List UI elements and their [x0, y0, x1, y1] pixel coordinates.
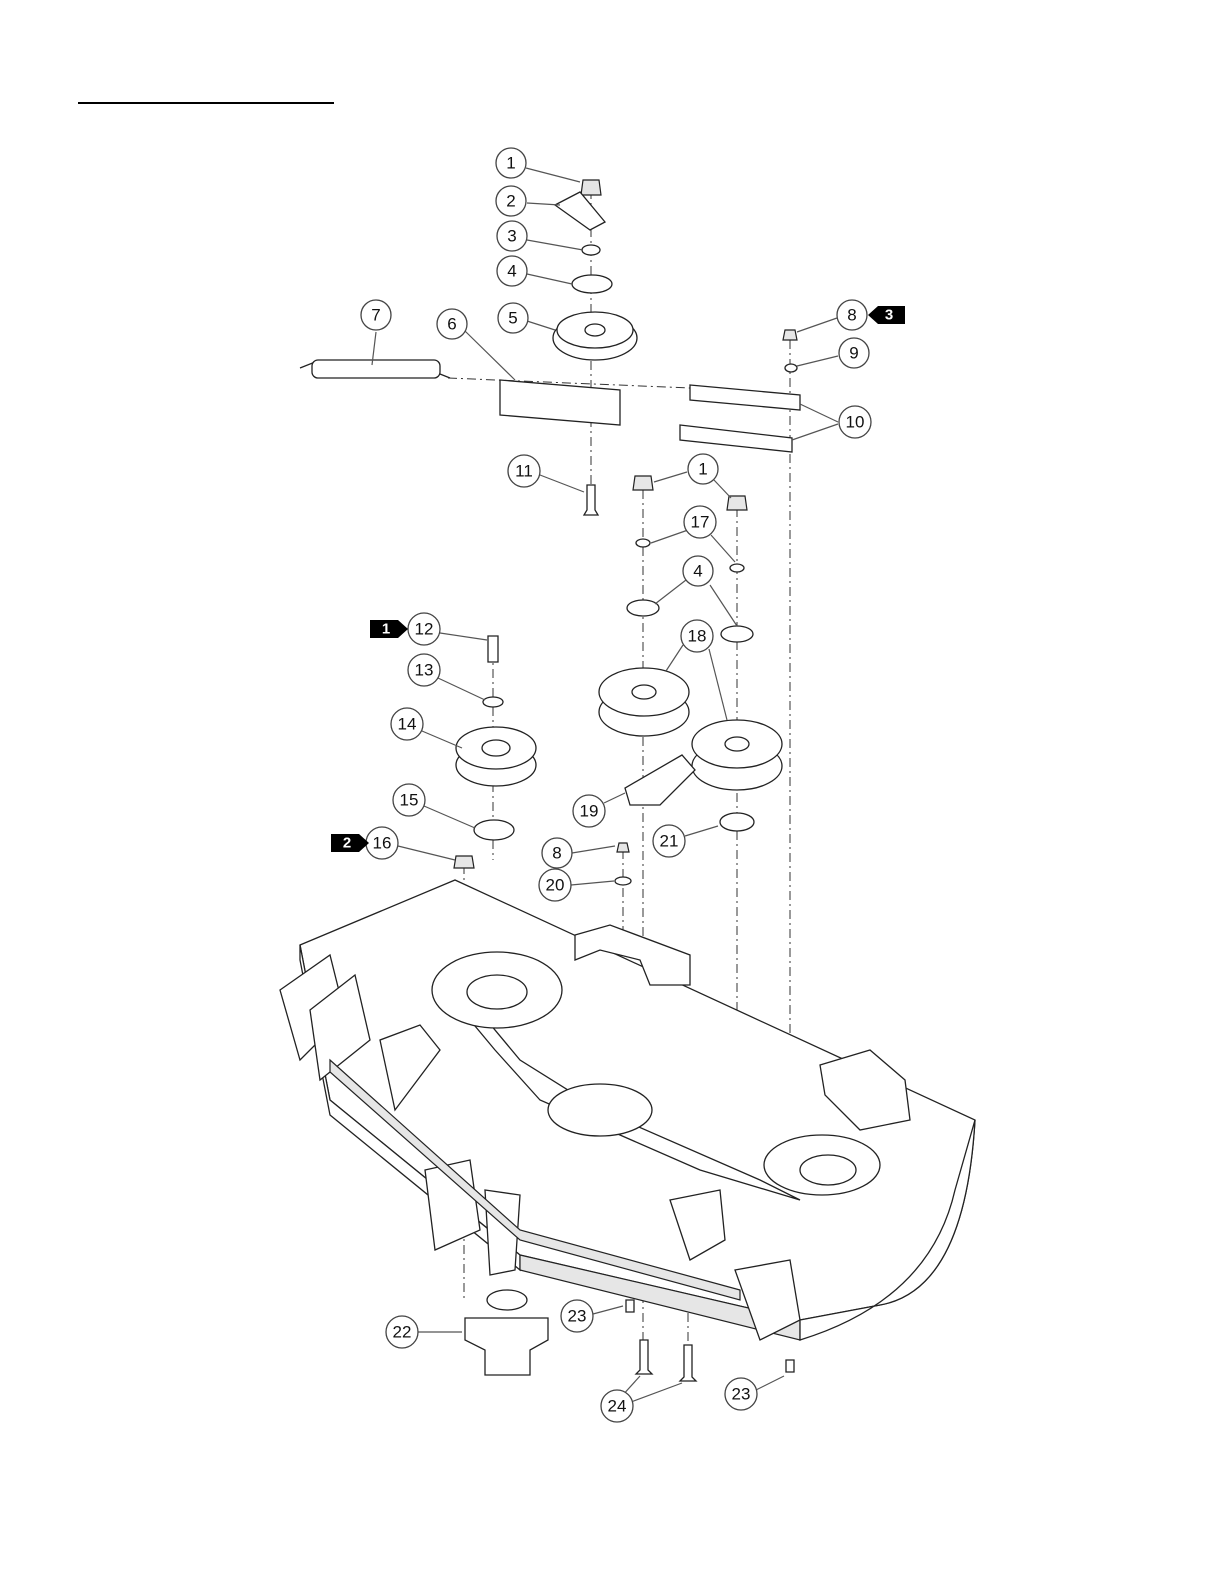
bolt-part-12: [488, 636, 498, 662]
callout-14: 14: [391, 708, 423, 740]
svg-text:15: 15: [400, 791, 419, 810]
bracket-part-10a: [690, 385, 800, 410]
svg-text:5: 5: [508, 309, 517, 328]
svg-text:20: 20: [546, 876, 565, 895]
callout-19: 19: [573, 795, 605, 827]
callout-11: 11: [508, 455, 540, 487]
bolt-part-24b: [680, 1345, 696, 1381]
callout-23b: 23: [725, 1378, 757, 1410]
bolt-part-24a: [636, 1340, 652, 1374]
nut-part-16: [454, 856, 474, 868]
callout-8b: 8: [542, 838, 572, 868]
svg-text:16: 16: [373, 834, 392, 853]
svg-text:14: 14: [398, 715, 417, 734]
callout-1a: 1: [496, 148, 526, 178]
svg-text:23: 23: [568, 1307, 587, 1326]
svg-text:22: 22: [393, 1323, 412, 1342]
svg-text:24: 24: [608, 1397, 627, 1416]
svg-text:3: 3: [507, 227, 516, 246]
callout-12: 12: [408, 613, 440, 645]
mower-deck: [280, 880, 975, 1340]
svg-text:2: 2: [506, 192, 515, 211]
callout-15: 15: [393, 784, 425, 816]
callout-18: 18: [681, 620, 713, 652]
svg-text:1: 1: [506, 154, 515, 173]
nut-part-8b: [617, 843, 629, 852]
callout-22: 22: [386, 1316, 418, 1348]
callout-21: 21: [653, 825, 685, 857]
idler-arm-part-2: [555, 192, 605, 230]
washer-part-4a: [572, 275, 612, 293]
bolt-part-23a: [626, 1300, 634, 1312]
nut-part-1b: [633, 476, 653, 490]
svg-text:8: 8: [552, 844, 561, 863]
svg-text:19: 19: [580, 802, 599, 821]
svg-text:10: 10: [846, 413, 865, 432]
nut-part-8a: [783, 330, 797, 340]
svg-text:3: 3: [885, 307, 893, 324]
svg-text:1: 1: [698, 460, 707, 479]
callout-9: 9: [839, 338, 869, 368]
svg-text:17: 17: [691, 513, 710, 532]
callout-24: 24: [601, 1390, 633, 1422]
svg-text:23: 23: [732, 1385, 751, 1404]
washer-part-20: [615, 877, 631, 885]
washer-part-17b: [730, 564, 744, 572]
note-badge-2: 2: [331, 834, 369, 852]
svg-text:9: 9: [849, 344, 858, 363]
callout-17: 17: [684, 506, 716, 538]
svg-text:4: 4: [693, 562, 702, 581]
nut-part-1c: [727, 496, 747, 510]
washer-part-4c: [721, 626, 753, 642]
note-badges: 3 1 2: [331, 306, 905, 852]
svg-text:2: 2: [343, 835, 351, 852]
svg-text:12: 12: [415, 620, 434, 639]
callout-5: 5: [498, 303, 528, 333]
svg-text:18: 18: [688, 627, 707, 646]
callout-4a: 4: [497, 256, 527, 286]
callout-6: 6: [437, 309, 467, 339]
washer-part-17a: [636, 539, 650, 547]
bracket-part-10b: [680, 425, 792, 452]
bracket-part-6: [500, 380, 620, 425]
note-badge-3: 3: [868, 306, 905, 324]
washer-part-3: [582, 245, 600, 255]
bolt-part-11: [584, 485, 598, 515]
spindle-housing-part-22: [465, 1318, 548, 1375]
washer-part-9: [785, 364, 797, 372]
svg-text:6: 6: [447, 315, 456, 334]
washer-part-21: [720, 813, 754, 831]
svg-text:4: 4: [507, 262, 516, 281]
svg-text:13: 13: [415, 661, 434, 680]
svg-text:11: 11: [515, 462, 533, 481]
svg-text:1: 1: [382, 621, 390, 638]
svg-text:8: 8: [847, 306, 856, 325]
nut-part-1a: [581, 180, 601, 195]
callout-1b: 1: [688, 454, 718, 484]
callout-23a: 23: [561, 1300, 593, 1332]
washer-part-13: [483, 697, 503, 707]
idler-arm-part-19: [625, 755, 695, 805]
callout-20: 20: [539, 869, 571, 901]
svg-text:21: 21: [660, 832, 679, 851]
callout-10: 10: [839, 406, 871, 438]
callout-4b: 4: [683, 556, 713, 586]
washer-part-4b: [627, 600, 659, 616]
spacer-part-15: [474, 820, 514, 840]
callout-8a: 8: [837, 300, 867, 330]
callout-13: 13: [408, 654, 440, 686]
bolt-part-23b: [786, 1360, 794, 1372]
svg-text:7: 7: [371, 306, 380, 325]
note-badge-1: 1: [370, 620, 408, 638]
callout-16: 16: [366, 827, 398, 859]
callout-7: 7: [361, 300, 391, 330]
callout-3: 3: [497, 221, 527, 251]
callout-2: 2: [496, 186, 526, 216]
